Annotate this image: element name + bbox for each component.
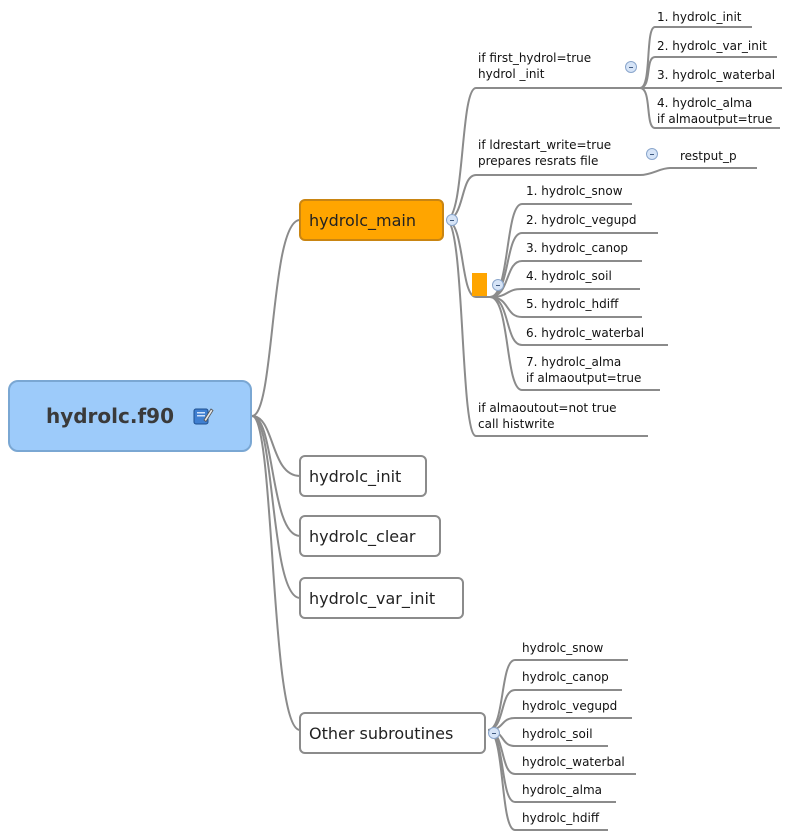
step-node[interactable]: 5. hydrolc_hdiff	[526, 297, 619, 311]
init-step-node[interactable]: 1. hydrolc_init	[657, 10, 742, 24]
root-topic-label: hydrolc.f90	[45, 404, 175, 428]
histwrite-condition-node[interactable]: if almaoutout=not true call histwrite	[478, 401, 617, 431]
branch-other-subroutines[interactable]: Other subroutines	[299, 712, 486, 754]
restart-condition-node[interactable]: if ldrestart_write=true prepares resrats…	[478, 138, 612, 168]
branch-label: hydrolc_main	[309, 210, 416, 230]
step-node[interactable]: 7. hydrolc_alma if almaoutput=true	[526, 355, 642, 385]
init-condition-node[interactable]: if first_hydrol=true hydrol _init	[478, 51, 592, 81]
step-node[interactable]: 1. hydrolc_snow	[526, 184, 623, 198]
document-edit-icon	[193, 408, 214, 425]
subroutine-node[interactable]: hydrolc_hdiff	[522, 811, 600, 825]
collapse-toggle-icon[interactable]	[646, 148, 658, 160]
branch-label: hydrolc_clear	[309, 526, 416, 546]
step-group-marker[interactable]	[472, 273, 487, 296]
collapse-toggle-icon[interactable]	[488, 727, 500, 739]
branch-hydrolc-main[interactable]: hydrolc_main	[299, 199, 444, 241]
step-node[interactable]: 3. hydrolc_canop	[526, 241, 629, 255]
subroutine-node[interactable]: hydrolc_snow	[522, 641, 604, 655]
branch-label: hydrolc_init	[309, 466, 402, 486]
init-step-node[interactable]: 3. hydrolc_waterbal	[657, 68, 776, 82]
branch-hydrolc-var-init[interactable]: hydrolc_var_init	[299, 577, 464, 619]
subroutine-node[interactable]: hydrolc_alma	[522, 783, 602, 797]
restart-call-node[interactable]: restput_p	[680, 149, 737, 163]
collapse-toggle-icon[interactable]	[625, 61, 637, 73]
collapse-toggle-icon[interactable]	[446, 214, 458, 226]
root-topic[interactable]: hydrolc.f90	[8, 380, 252, 452]
subroutine-node[interactable]: hydrolc_waterbal	[522, 755, 625, 769]
branch-label: hydrolc_var_init	[309, 588, 436, 608]
subroutine-node[interactable]: hydrolc_vegupd	[522, 699, 618, 713]
step-node[interactable]: 6. hydrolc_waterbal	[526, 326, 645, 340]
init-step-node[interactable]: 2. hydrolc_var_init	[657, 39, 767, 53]
branch-label: Other subroutines	[309, 723, 454, 743]
step-node[interactable]: 4. hydrolc_soil	[526, 269, 612, 283]
init-step-node[interactable]: 4. hydrolc_alma if almaoutput=true	[657, 96, 773, 126]
subroutine-node[interactable]: hydrolc_soil	[522, 727, 593, 741]
subroutine-node[interactable]: hydrolc_canop	[522, 670, 609, 684]
branch-hydrolc-init[interactable]: hydrolc_init	[299, 455, 427, 497]
step-node[interactable]: 2. hydrolc_vegupd	[526, 213, 637, 227]
branch-hydrolc-clear[interactable]: hydrolc_clear	[299, 515, 441, 557]
collapse-toggle-icon[interactable]	[492, 279, 504, 291]
